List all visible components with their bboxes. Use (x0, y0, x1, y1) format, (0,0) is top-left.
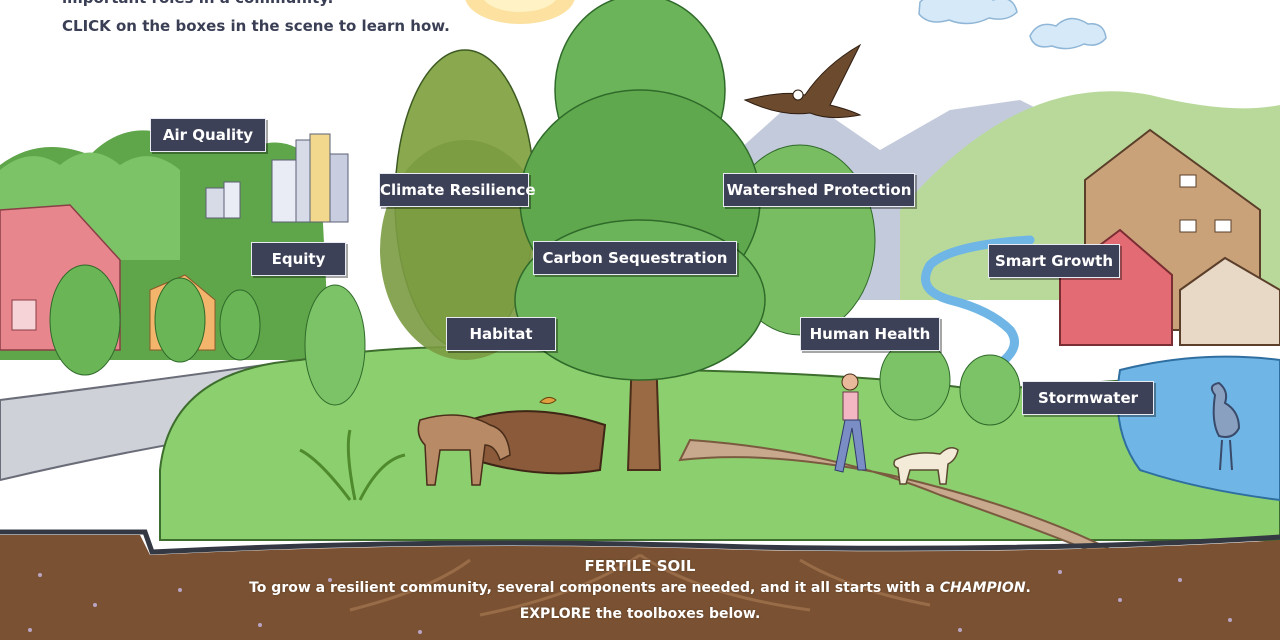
eagle-icon (743, 43, 862, 119)
dog-icon (893, 447, 959, 485)
cloud-icon (918, 0, 1107, 50)
soil-line-1-end: . (1025, 580, 1031, 596)
hotspot-carbon-sequestration[interactable]: Carbon Sequestration (533, 241, 737, 275)
hotspot-air-quality[interactable]: Air Quality (150, 118, 266, 152)
soil-band (0, 535, 1280, 640)
hotspot-watershed-protection[interactable]: Watershed Protection (723, 173, 915, 207)
hotspot-equity[interactable]: Equity (251, 242, 346, 276)
soil-edge (0, 529, 1280, 555)
explore-toolboxes-text: EXPLORE the toolboxes below. (519, 606, 761, 622)
hotspot-smart-growth[interactable]: Smart Growth (988, 244, 1120, 278)
champion-emphasis: CHAMPION (939, 580, 1026, 596)
intro-line-2: CLICK on the boxes in the scene to learn… (62, 17, 450, 35)
roots-icon (349, 553, 931, 617)
hotspot-stormwater[interactable]: Stormwater (1022, 381, 1154, 415)
deer-icon (417, 414, 511, 486)
bird-icon (539, 396, 557, 405)
fern-icon (299, 429, 406, 501)
soil-speckles (28, 570, 1232, 634)
sun-icon (465, 0, 575, 24)
soil-line-1-text: To grow a resilient community, several c… (249, 580, 940, 596)
river-icon (921, 235, 1035, 375)
buildings-icon (205, 133, 349, 223)
hotspot-human-health[interactable]: Human Health (800, 317, 940, 351)
intro-line-1: important roles in a community. (62, 0, 482, 12)
pond-icon (1116, 355, 1280, 502)
person-walking-icon (834, 373, 867, 473)
soil-title: FERTILE SOIL (584, 557, 696, 575)
heron-icon (1210, 381, 1241, 471)
hotspot-habitat[interactable]: Habitat (446, 317, 556, 351)
intro-text: important roles in a community. CLICK on… (62, 0, 482, 40)
soil-description: To grow a resilient community, several c… (240, 580, 1040, 596)
hotspot-climate-resilience[interactable]: Climate Resilience (379, 173, 536, 207)
